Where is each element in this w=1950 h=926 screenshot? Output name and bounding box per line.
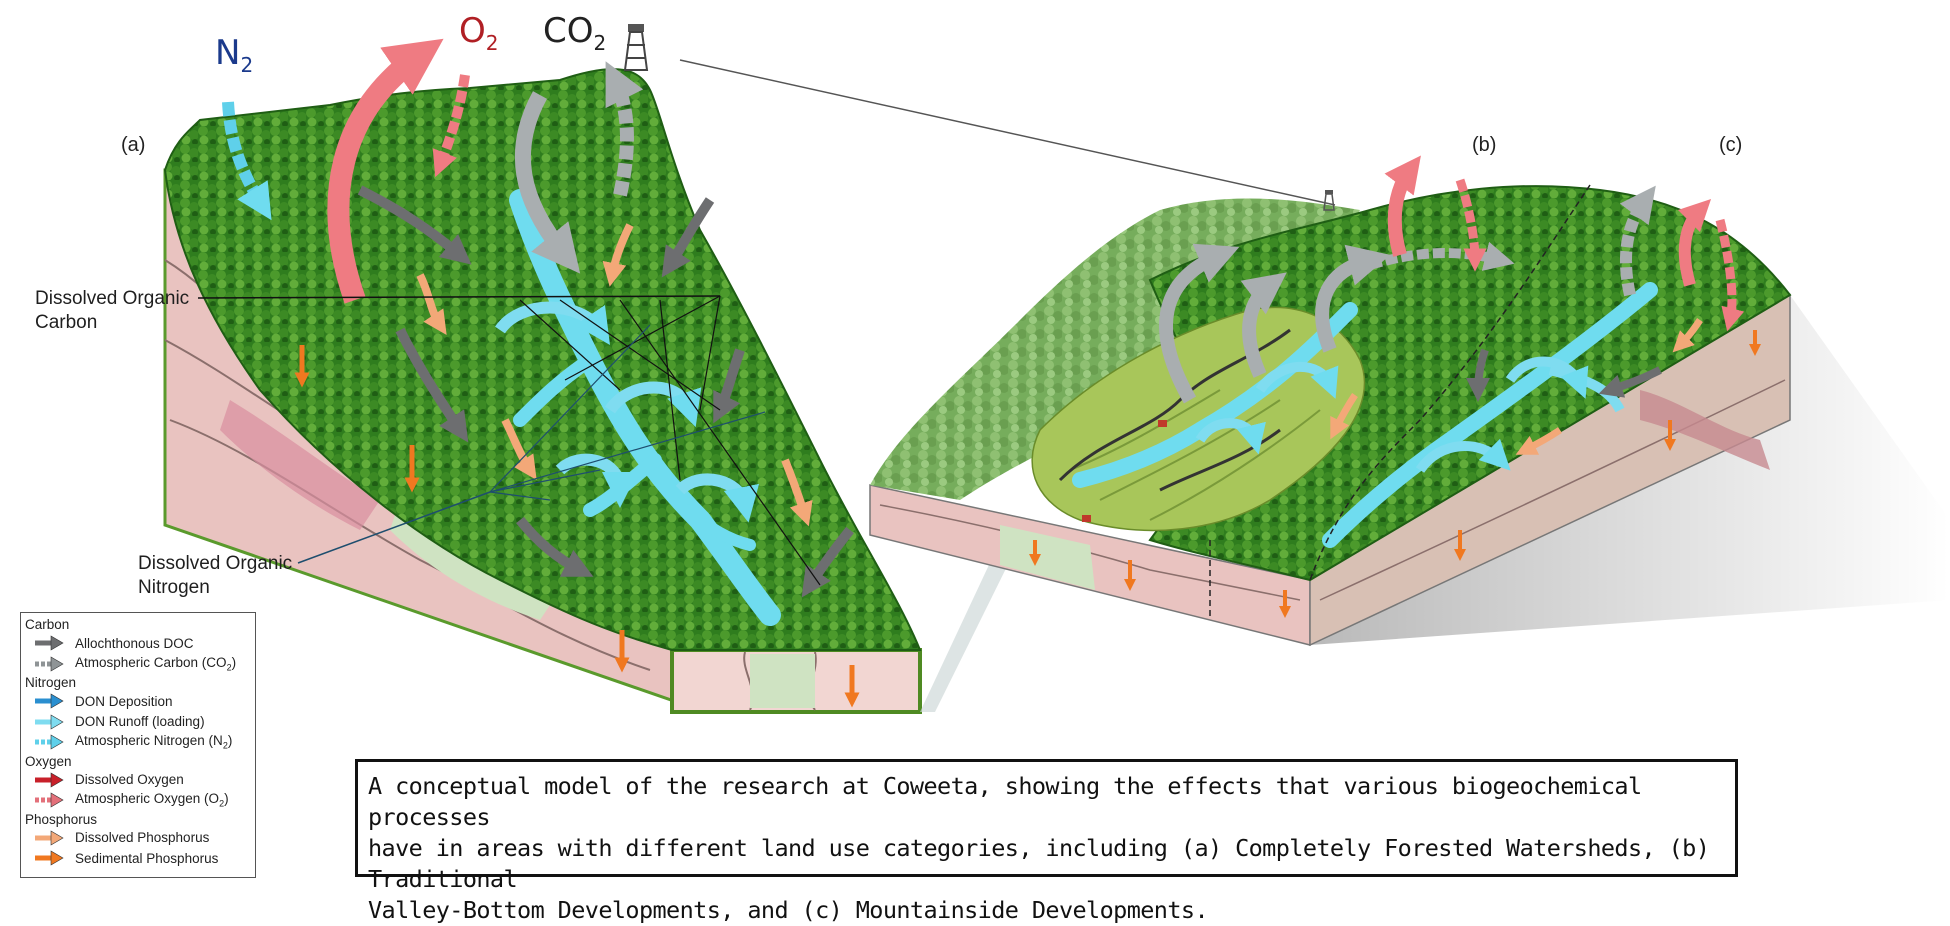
legend-item-label: Atmospheric Oxygen (O2): [75, 791, 229, 809]
legend-arrow-icon: [35, 772, 64, 788]
legend-item-label: Atmospheric Carbon (CO2): [75, 655, 236, 673]
doc-callout: Dissolved Organic Carbon: [35, 287, 275, 335]
legend-item: Sedimental Phosphorus: [25, 848, 251, 869]
legend-item-label: Dissolved Oxygen: [75, 772, 184, 787]
don-callout-line2: Nitrogen: [138, 577, 210, 598]
legend-arrow-icon: [35, 830, 64, 846]
don-callout-line1: Dissolved Organic: [138, 553, 293, 574]
don-callout: Dissolved Organic Nitrogen: [138, 552, 378, 600]
legend-item-text: Sedimental Phosphorus: [75, 850, 219, 866]
caption-line-1: A conceptual model of the research at Co…: [368, 772, 1642, 831]
legend-item: Dissolved Oxygen: [25, 770, 251, 791]
legend-item: Atmospheric Carbon (CO2): [25, 654, 251, 675]
o2-base: O: [459, 11, 486, 51]
panel-label-a: (a): [121, 134, 146, 156]
doc-callout-line1: Dissolved Organic: [35, 288, 190, 309]
legend-group-title: Oxygen: [25, 753, 72, 769]
legend-item-text: Atmospheric Carbon (CO: [75, 654, 227, 670]
legend-item-tail: ): [227, 733, 233, 749]
legend-group-title: Nitrogen: [25, 675, 77, 690]
legend-item-sub: 2: [226, 662, 232, 673]
legend-item: Allochthonous DOC: [25, 633, 251, 654]
caption-box: A conceptual model of the research at Co…: [355, 759, 1738, 924]
legend-item: Atmospheric Oxygen (O2): [25, 790, 251, 811]
legend-arrow-icon: [35, 714, 64, 730]
panel-label-b: (b): [1472, 134, 1497, 156]
fire-tower-small-icon: [1323, 190, 1335, 211]
legend-item-label: Atmospheric Nitrogen (N2): [75, 733, 232, 751]
o2-label: O2: [459, 14, 499, 53]
legend-item-label: Dissolved Phosphorus: [75, 830, 209, 845]
co2-base: CO: [543, 11, 594, 51]
doc-callout-line2: Carbon: [35, 312, 98, 333]
legend-item-label: DON Runoff (loading): [75, 714, 205, 729]
legend-item-label: Sedimental Phosphorus: [75, 851, 218, 866]
legend-item-label: Allochthonous DOC: [75, 636, 194, 651]
legend-group-title: Phosphorus: [25, 811, 98, 827]
caption-line-2: have in areas with different land use ca…: [368, 834, 1710, 893]
n2-base: N: [215, 33, 241, 73]
legend-item: DON Deposition: [25, 691, 251, 712]
block-bc-developed-watershed: [869, 155, 1950, 647]
fire-tower-icon: [623, 24, 649, 71]
legend-arrow-icon: [35, 850, 64, 866]
legend-item: Dissolved Phosphorus: [25, 828, 251, 849]
legend-item-sub: 2: [219, 799, 225, 810]
panel-label-c: (c): [1719, 134, 1743, 156]
co2-label: CO2: [543, 14, 606, 53]
legend-item: DON Runoff (loading): [25, 712, 251, 733]
legend-item-tail: ): [231, 654, 237, 670]
legend-item-sub: 2: [222, 741, 228, 752]
legend-item-text: Dissolved Phosphorus: [75, 830, 210, 846]
block-a-stream: [509, 189, 781, 626]
legend-item-text: Atmospheric Nitrogen (N: [75, 733, 223, 749]
o2-sub: 2: [485, 30, 499, 55]
n2-sub: 2: [240, 52, 254, 77]
block-a-forested-watershed: [163, 24, 922, 714]
legend-arrow-icon: [35, 734, 64, 750]
legend-item-text: Dissolved Oxygen: [75, 772, 184, 788]
legend-arrow-icon: [35, 792, 64, 808]
legend-item-text: DON Deposition: [75, 693, 173, 709]
n2-label: N2: [215, 36, 253, 75]
atmospheric-fluxes-a: [222, 38, 644, 304]
watershed-diagram: [163, 24, 1950, 714]
legend-item: Atmospheric Nitrogen (N2): [25, 732, 251, 753]
zoom-line-top: [679, 59, 1336, 206]
legend-group-title: Carbon: [25, 617, 70, 632]
doc-callout-lines: [197, 295, 821, 586]
legend-arrow-icon: [35, 656, 64, 672]
legend-item-text: Atmospheric Oxygen (O: [75, 791, 220, 807]
legend-arrow-icon: [35, 693, 64, 709]
legend-item-label: DON Deposition: [75, 694, 173, 709]
legend-item-tail: ): [224, 791, 229, 807]
legend-arrow-icon: [35, 635, 64, 651]
co2-sub: 2: [593, 30, 607, 55]
legend-item-text: DON Runoff (loading): [75, 714, 205, 730]
don-callout-lines: [297, 324, 766, 564]
legend-item-text: Allochthonous DOC: [75, 635, 194, 651]
caption-line-3: Valley-Bottom Developments, and (c) Moun…: [368, 896, 1209, 924]
